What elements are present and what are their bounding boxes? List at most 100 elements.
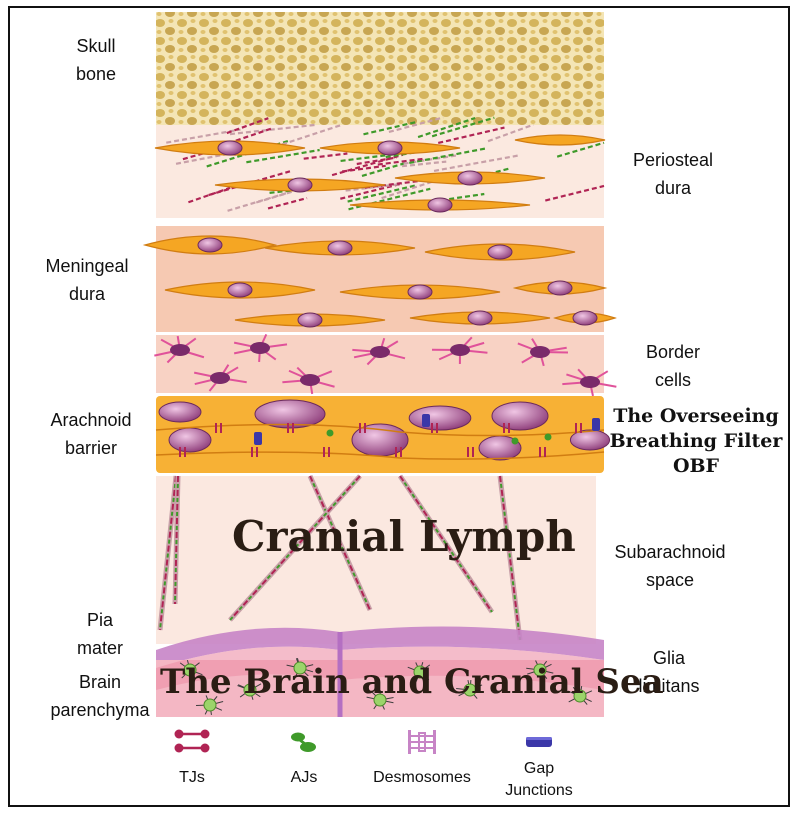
cell-nucleus [547, 280, 573, 296]
border-cells [154, 333, 617, 397]
collagen-fiber [226, 117, 269, 135]
arachnoid-nucleus [569, 429, 611, 451]
gap-junction [592, 418, 600, 431]
glia-cell-body [243, 683, 257, 697]
trabecula-aj [499, 475, 521, 641]
collagen-fiber [348, 187, 431, 211]
cell-nucleus [457, 170, 483, 186]
collagen-fiber [267, 196, 308, 210]
cell-nucleus [467, 310, 493, 326]
title-cranial-lymph: Cranial Lymph [232, 512, 576, 561]
legend-desmosomes-label: Desmosomes [373, 769, 471, 786]
border-cell-nucleus [210, 372, 230, 384]
border-cell-nucleus [370, 346, 390, 358]
cell-nucleus [217, 140, 243, 156]
collagen-fiber [229, 123, 317, 136]
collagen-fiber [545, 184, 605, 202]
collagen-fiber [433, 154, 519, 172]
border-cell-nucleus [170, 344, 190, 356]
glia-cell-body [573, 689, 587, 703]
border-cell-nucleus [580, 376, 600, 388]
fibroblast-cell [514, 134, 606, 146]
collagen-fiber [342, 164, 386, 173]
trabecula-aj [309, 475, 371, 611]
glia-cell-body [463, 683, 477, 697]
glial-cells [176, 658, 593, 716]
trabecula-aj [159, 475, 177, 631]
collagen-fiber [437, 126, 505, 145]
gap-junction [254, 432, 262, 445]
collagen-fiber [363, 120, 417, 136]
title-brain-cranial-sea: The Brain and Cranial Sea [160, 662, 664, 702]
arachnoid-nucleus [408, 405, 472, 431]
collagen-fiber [303, 152, 348, 160]
periosteal-cells [154, 134, 606, 213]
aj-icon [291, 732, 316, 752]
gap-junction [422, 414, 430, 427]
border-cell-nucleus [450, 344, 470, 356]
arachnoid-nucleus [168, 427, 212, 453]
border-cell-nucleus [300, 374, 320, 386]
collagen-fiber [556, 141, 605, 158]
adherens-junction [326, 429, 334, 437]
collagen-fiber [417, 116, 476, 139]
border-cell-nucleus [530, 346, 550, 358]
cell-nucleus [377, 140, 403, 156]
glia-cell-body [293, 661, 307, 675]
cell-nucleus [327, 240, 353, 256]
arachnoid-nucleus [491, 401, 549, 431]
collagen-fiber [188, 186, 231, 204]
glia-cell-body [533, 663, 547, 677]
cell-nucleus [427, 197, 453, 213]
trabecula-tj [229, 475, 361, 621]
cell-nucleus [287, 177, 313, 193]
collagen-fiber [246, 148, 320, 164]
cell-nucleus [227, 282, 253, 298]
cell-nucleus [487, 244, 513, 260]
adherens-junction [544, 433, 552, 441]
collagen-fiber [409, 147, 487, 165]
arachnoid-cells [155, 399, 611, 461]
collagen-fiber [487, 123, 534, 143]
collagen-fiber [356, 156, 397, 166]
desmosome-icon [408, 730, 436, 754]
collagen-fiber [388, 116, 444, 134]
skull-bone-layer [156, 12, 604, 125]
border-cell-nucleus [250, 342, 270, 354]
collagen-fiber [166, 128, 241, 144]
cell-nucleus [297, 312, 323, 328]
meningeal-cells [142, 235, 617, 328]
arachnoid-nucleus [158, 401, 202, 423]
subarachnoid-space-layer [156, 476, 596, 644]
trabecula-aj [399, 475, 493, 613]
collagen-fiber [227, 191, 288, 212]
glia-cell-body [413, 665, 427, 679]
tj-icon [174, 729, 210, 753]
glia-cell-body [373, 693, 387, 707]
legend-ajs-label: AJs [290, 769, 318, 786]
collagen-fiber [347, 184, 416, 203]
glia-cell-body [203, 698, 217, 712]
cell-boundary [155, 451, 605, 460]
cell-nucleus [197, 237, 223, 253]
collagen-fiber [431, 116, 495, 138]
trabecula-tj [159, 475, 177, 631]
collagen-fiber [331, 153, 404, 177]
collagen-fiber [340, 182, 402, 200]
periosteal-fibers [166, 116, 605, 212]
adherens-junction [511, 437, 519, 445]
border-cells-layer [156, 335, 604, 393]
cell-nucleus [572, 310, 598, 326]
cell-nucleus [407, 284, 433, 300]
